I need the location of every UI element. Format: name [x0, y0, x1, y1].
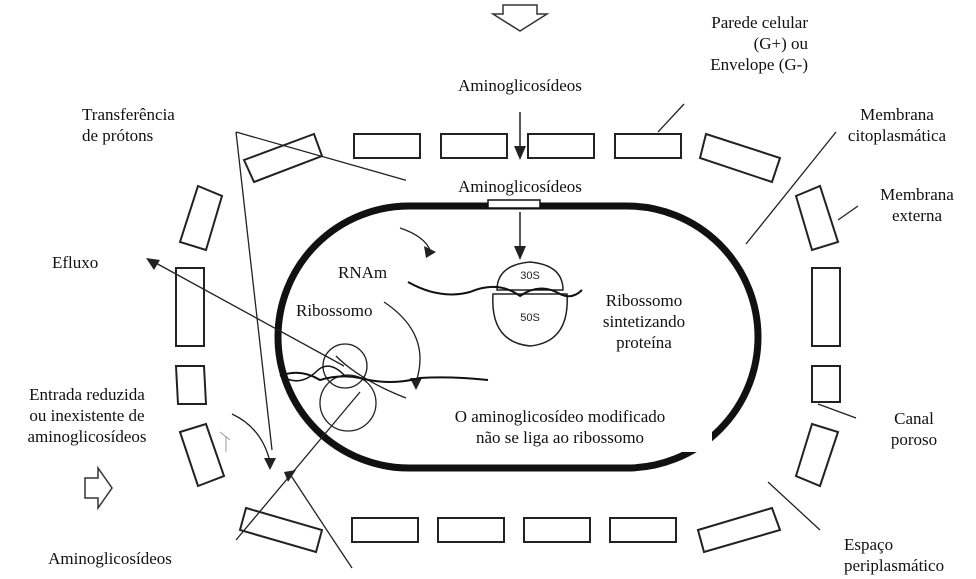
outer-membrane-label: Membrana externa [862, 184, 972, 226]
membrane-segment [176, 366, 206, 404]
leader-line [236, 392, 360, 540]
membrane-segment [354, 134, 420, 158]
ribosome-label: Ribossomo [296, 300, 373, 321]
leader-line [290, 474, 352, 568]
arrow-right-icon [424, 246, 436, 258]
arrow-down-icon [514, 146, 526, 160]
membrane-segment [352, 518, 418, 542]
leader-line [818, 404, 856, 418]
membrane-segment [180, 424, 224, 486]
ribosome-50s-label: 50S [514, 308, 546, 329]
cell-wall-label: Parede celular (G+) ou Envelope (G-) [650, 12, 808, 75]
membrane-segment [528, 134, 594, 158]
faint-mark [220, 432, 230, 452]
periplasmic-space-label: Espaço periplasmático [844, 534, 974, 576]
membrane-segment [812, 268, 840, 346]
leader-line [232, 414, 270, 462]
aminoglycosides-top-label: Aminoglicosídeos [420, 75, 620, 96]
membrane-segment [700, 134, 780, 182]
ribosome-large-subunit [320, 375, 376, 431]
membrane-segment [524, 518, 590, 542]
membrane-pore [488, 200, 540, 208]
leader-line [658, 104, 684, 132]
ribosome-30s-label: 30S [514, 266, 546, 287]
mrna-strand [280, 373, 488, 382]
aminoglycosides-mid-label: Aminoglicosídeos [406, 174, 634, 199]
leader-line [384, 302, 420, 382]
membrane-segment [796, 424, 838, 486]
arrow-down-icon [514, 246, 526, 260]
ribosome-synthesizing-label: Ribossomo sintetizando proteína [584, 290, 704, 353]
leader-line [838, 206, 858, 220]
aminoglycosides-bottom-label: Aminoglicosídeos [20, 548, 200, 569]
hollow-arrow-down-icon [493, 5, 547, 31]
membrane-segment [441, 134, 507, 158]
arrow-down-icon [264, 458, 276, 470]
modified-aminoglycoside-label: O aminoglicosídeo modificado não se liga… [408, 404, 712, 452]
membrane-segment [176, 268, 204, 346]
membrane-segment [438, 518, 504, 542]
membrane-segment [610, 518, 676, 542]
hollow-arrow-right-icon [85, 468, 112, 508]
mrna-label: RNAm [338, 262, 387, 283]
efflux-label: Efluxo [52, 252, 98, 273]
porin-channel-label: Canal poroso [874, 408, 954, 450]
membrane-segment [812, 366, 840, 402]
membrane-segment [796, 186, 838, 250]
leader-line [400, 228, 430, 250]
membrane-segment [698, 508, 780, 552]
membrane-segment [180, 186, 222, 250]
proton-transfer-label: Transferência de prótons [82, 104, 222, 146]
membrane-segment [615, 134, 681, 158]
membrane-segment [240, 508, 322, 552]
membrane-segment [244, 134, 322, 182]
reduced-entry-label: Entrada reduzida ou inexistente de amino… [2, 384, 172, 447]
cytoplasmic-membrane-label: Membrana citoplasmática [822, 104, 972, 146]
